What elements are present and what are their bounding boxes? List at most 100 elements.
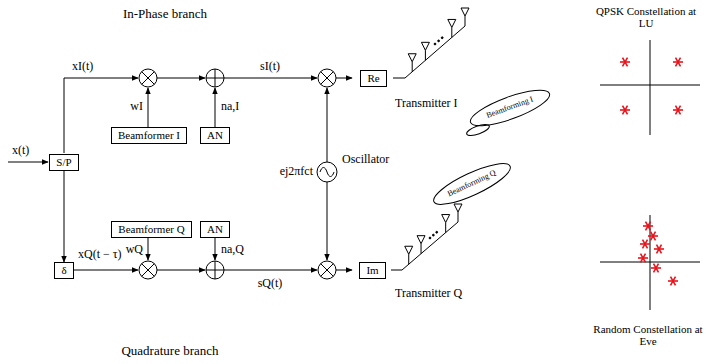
lo-wire — [327, 182, 328, 260]
antenna-array — [393, 26, 465, 78]
node-text: Beamformer I — [113, 128, 185, 142]
input-wire — [8, 162, 48, 163]
ellipsis-dot — [436, 231, 438, 233]
antenna — [448, 19, 456, 37]
constellation-star — [676, 106, 681, 115]
noise-wire — [215, 88, 216, 128]
constellation-star — [643, 240, 648, 249]
oscillator-wave — [320, 168, 334, 177]
constellation-star — [623, 106, 628, 115]
constellation-star — [641, 254, 646, 263]
constellation-star — [651, 232, 656, 241]
constellation-star — [676, 106, 681, 115]
real-part-box: Re — [360, 70, 387, 87]
antenna — [442, 215, 450, 233]
antenna — [417, 236, 425, 254]
node-text: Beamformer Q — [113, 222, 189, 236]
q-wire — [74, 270, 138, 271]
ellipsis-dot — [429, 237, 431, 239]
constellation-star — [676, 58, 681, 67]
label: wI — [130, 100, 143, 113]
edge-layer — [64, 171, 65, 262]
label: Transmitter Q — [395, 287, 462, 300]
label: Transmitter I — [395, 97, 458, 110]
wire — [336, 270, 352, 271]
label: Oscillator — [342, 153, 389, 166]
constellation-star — [641, 254, 646, 263]
adder-symbol — [206, 69, 224, 87]
constellation-star — [654, 264, 659, 273]
node-text: S/P — [51, 155, 76, 169]
multiplier-symbol — [318, 261, 336, 279]
side-lobe — [465, 122, 490, 138]
multiplier-symbol — [139, 261, 157, 279]
constellation-star — [676, 58, 681, 67]
label: wQ — [126, 243, 143, 256]
constellation-star — [654, 264, 659, 273]
label: Random Constellation at Eve — [592, 323, 704, 347]
antenna — [405, 246, 413, 264]
oscillator-symbol — [317, 162, 337, 182]
constellation-star — [623, 58, 628, 67]
label: Beamforming Q — [446, 169, 497, 199]
constellation-star — [646, 222, 651, 231]
beam-lobe — [429, 156, 514, 211]
serial-parallel-box: S/P — [49, 154, 79, 171]
constellation-star — [623, 58, 628, 67]
constellation-axes — [600, 215, 700, 310]
node-text: Im — [361, 263, 383, 277]
node-text: δ — [56, 263, 71, 277]
beamformer-box: Beamformer Q — [111, 221, 192, 238]
label: x(t) — [12, 144, 29, 157]
weight-wire — [148, 237, 149, 260]
ellipsis-dot — [434, 43, 436, 45]
adder-symbol — [206, 261, 224, 279]
label: sQ(t) — [258, 277, 283, 290]
constellation-star — [657, 245, 662, 254]
lo-wire — [327, 88, 328, 162]
imag-part-box: Im — [359, 262, 386, 279]
antenna — [421, 42, 429, 60]
label: na,Q — [221, 243, 244, 256]
label: Beamforming I — [485, 95, 534, 120]
label: Quadrature branch — [121, 344, 218, 358]
noise-wire — [215, 237, 216, 260]
constellation-star — [651, 232, 656, 241]
antenna — [408, 54, 416, 72]
wire — [224, 270, 317, 271]
wire — [157, 78, 205, 79]
beamformer-box: Beamformer I — [111, 127, 187, 144]
antenna — [461, 8, 469, 26]
artificial-noise-box: AN — [200, 221, 230, 238]
artificial-noise-box: AN — [200, 127, 230, 144]
multiplier-symbol — [139, 69, 157, 87]
constellation-star — [643, 240, 648, 249]
wire — [336, 78, 352, 79]
constellation-points — [620, 58, 683, 286]
delay-box: δ — [54, 262, 74, 279]
label: xI(t) — [72, 60, 93, 73]
constellation-axes — [600, 40, 700, 135]
ellipsis-dot — [438, 40, 440, 42]
constellation-star — [671, 277, 676, 286]
label: sI(t) — [260, 60, 280, 73]
connector — [64, 171, 65, 262]
wire — [157, 270, 205, 271]
node-text: Re — [362, 71, 384, 85]
ellipsis-dot — [441, 37, 443, 39]
multiplier-symbol — [318, 69, 336, 87]
label: In-Phase branch — [123, 7, 207, 21]
label: QPSK Constellation at LU — [590, 5, 702, 29]
antenna-elements — [405, 8, 469, 264]
label: na,I — [221, 100, 239, 113]
wire — [224, 78, 317, 79]
constellation-star — [657, 245, 662, 254]
weight-wire — [148, 88, 149, 128]
antenna — [454, 204, 462, 222]
constellation-star — [623, 106, 628, 115]
node-text: AN — [202, 222, 228, 236]
label: xQ(t − τ) — [78, 248, 122, 261]
node-text: AN — [202, 128, 228, 142]
constellation-star — [671, 277, 676, 286]
